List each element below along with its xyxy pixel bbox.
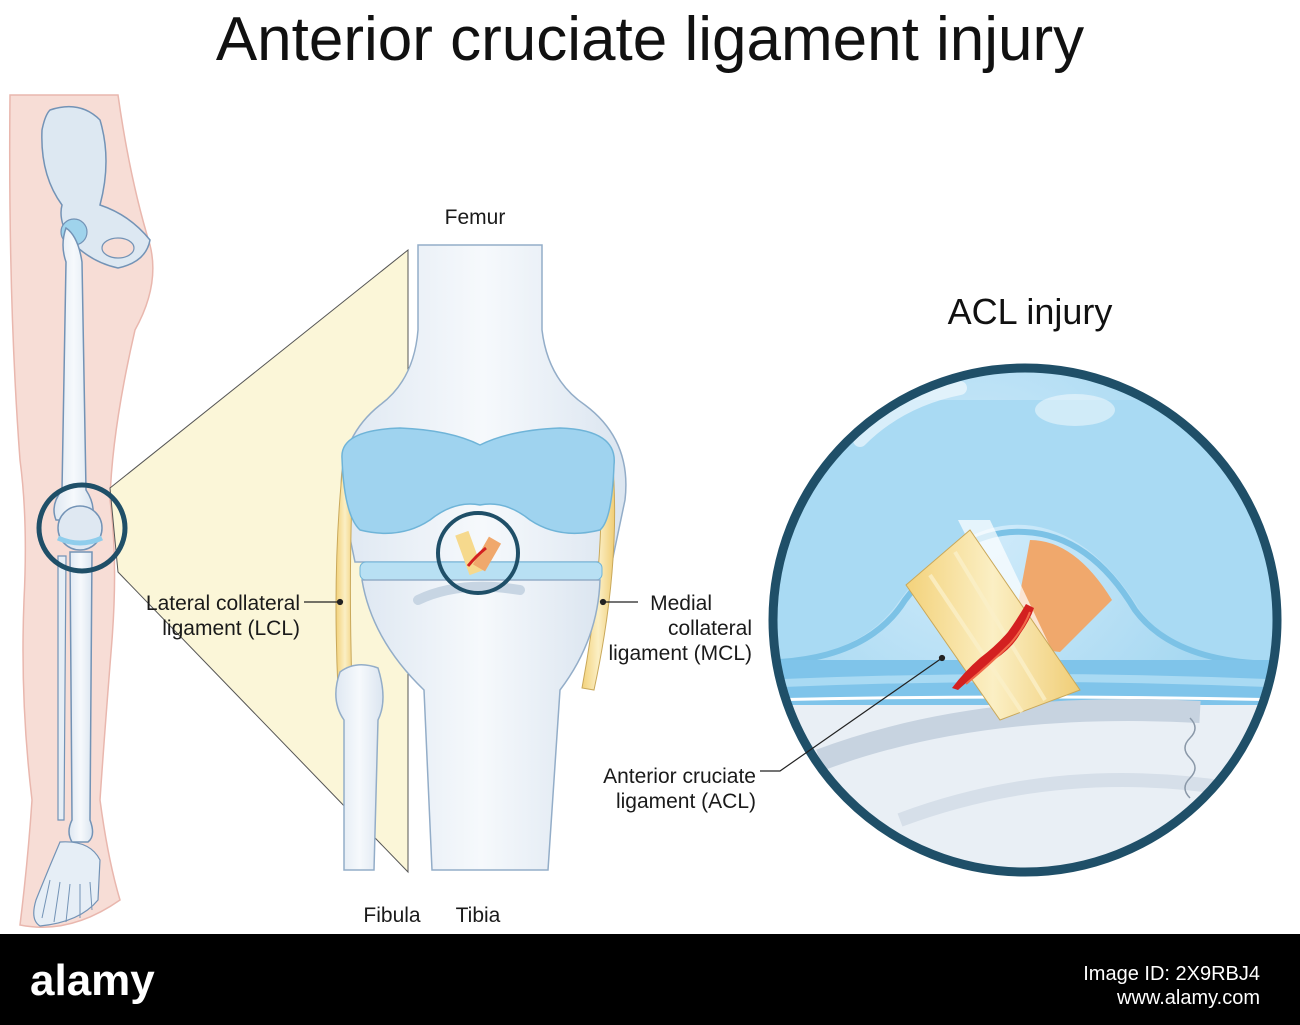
watermark-footer: alamy Image ID: 2X9RBJ4 www.alamy.com	[0, 934, 1300, 1025]
diagram-title: Anterior cruciate ligament injury	[215, 5, 1085, 74]
label-lcl: Lateral collateral ligament (LCL)	[145, 592, 300, 640]
label-femur: Femur	[444, 206, 506, 229]
tibia-bone-small	[68, 551, 94, 843]
label-tibia: Tibia	[455, 904, 501, 927]
tibia-bone	[361, 579, 601, 871]
femur-cartilage	[341, 427, 615, 535]
acl-magnifier-ring	[436, 511, 520, 595]
label-mcl: Medial collateral ligament (MCL)	[608, 592, 752, 665]
label-fibula: Fibula	[363, 904, 421, 927]
acl-tear	[952, 604, 1034, 690]
acl-leader	[760, 657, 943, 772]
fibula-bone-small	[57, 555, 67, 821]
alamy-logo: alamy	[30, 956, 155, 1005]
lens-ring	[768, 363, 1282, 877]
knee-joint-diagram	[335, 244, 627, 871]
acl-injury-lens	[768, 363, 1282, 877]
anatomy-illustration	[8, 94, 1282, 928]
femoral-notch	[773, 400, 1277, 661]
foot-bones	[33, 841, 101, 927]
label-acl: Anterior cruciate ligament (ACL)	[603, 765, 756, 813]
footer-info: Image ID: 2X9RBJ4 www.alamy.com	[1083, 963, 1260, 1009]
knee-magnifier-ring	[36, 482, 128, 574]
fibula-bone	[335, 664, 384, 871]
leg-figure	[8, 94, 154, 928]
inset-title: ACL injury	[947, 291, 1113, 332]
zoom-cone	[109, 248, 409, 874]
